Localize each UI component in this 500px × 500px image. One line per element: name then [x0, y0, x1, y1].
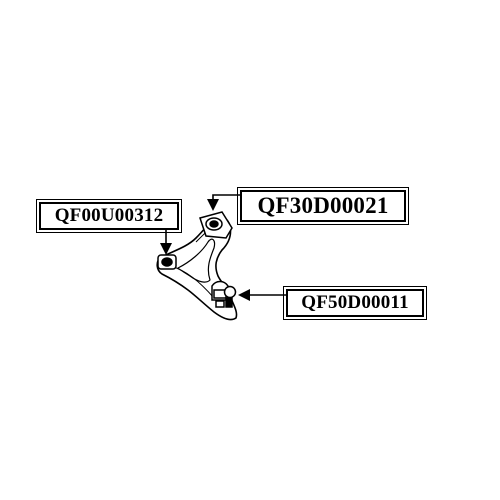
arrow-top-label	[207, 194, 240, 211]
arrow-right-label	[238, 289, 286, 301]
rear-bushing	[199, 211, 233, 239]
part-label-front-bushing: QF00U00312	[36, 199, 182, 233]
part-label-ball-joint: QF50D00011	[283, 286, 427, 320]
part-label-rear-bushing: QF30D00021	[237, 187, 409, 225]
arrow-left-label	[160, 230, 172, 255]
ball-joint	[211, 280, 237, 308]
front-bushing	[157, 254, 177, 270]
